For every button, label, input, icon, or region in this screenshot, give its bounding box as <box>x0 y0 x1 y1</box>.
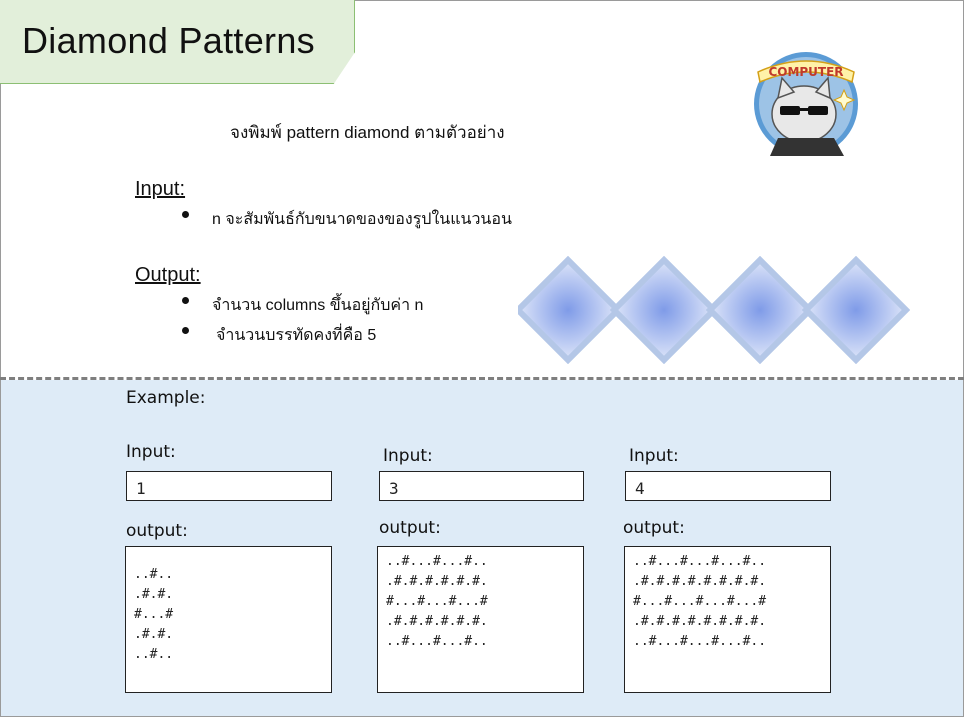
example-3-input-label: Input: <box>629 446 679 466</box>
output-bullet-text-2: จำนวนบรรทัดคงที่คือ 5 <box>216 327 377 344</box>
cat-ear-left-icon <box>776 76 796 100</box>
diamond-shape-icon <box>705 256 815 364</box>
example-1-output-box: ..#.. .#.#. #...# .#.#. ..#.. <box>125 546 332 693</box>
example-1-output-label: output: <box>126 521 188 541</box>
bullet-dot-icon <box>182 297 189 304</box>
diamond-shape-icon <box>518 256 623 364</box>
output-line: #...#...#...#...# <box>633 594 767 609</box>
laptop-icon <box>770 138 844 156</box>
cat-ear-right-icon <box>814 76 831 100</box>
example-label: Example: <box>126 388 206 408</box>
example-3-input-box: 4 <box>625 471 831 501</box>
output-line: .#.#.#.#.#.#.#.#. <box>633 574 767 589</box>
example-3-output-box: ..#...#...#...#.. .#.#.#.#.#.#.#.#. #...… <box>624 546 831 693</box>
sunglasses-right-icon <box>808 106 828 115</box>
example-2-output-box: ..#...#...#.. .#.#.#.#.#.#. #...#...#...… <box>377 546 584 693</box>
example-3-output-label: output: <box>623 518 685 538</box>
diamond-shape-icon <box>801 256 910 364</box>
example-2-input-label: Input: <box>383 446 433 466</box>
example-1-input-label: Input: <box>126 442 176 462</box>
output-line: ..#...#...#...#.. <box>633 554 767 569</box>
bullet-dot-icon <box>182 327 189 334</box>
output-line: .#.#. <box>134 627 174 642</box>
diamond-shape-icon <box>609 256 719 364</box>
output-line: ..#...#...#...#.. <box>633 634 767 649</box>
input-heading: Input: <box>135 178 186 200</box>
bullet-dot-icon <box>182 211 189 218</box>
output-line: #...#...#...# <box>386 594 488 609</box>
page-title: Diamond Patterns <box>22 20 315 61</box>
example-2-input-box: 3 <box>379 471 584 501</box>
output-line: #...# <box>134 607 174 622</box>
diamond-decoration <box>518 256 910 364</box>
output-line: .#.#.#.#.#.#.#.#. <box>633 614 767 629</box>
output-line: ..#.. <box>134 567 174 582</box>
banner-icon <box>757 60 855 84</box>
output-line: ..#.. <box>134 647 174 662</box>
output-line: .#.#. <box>134 587 174 602</box>
example-1-input-box: 1 <box>126 471 332 501</box>
sparkle-icon <box>832 88 856 112</box>
section-divider <box>0 377 964 380</box>
output-bullet-1: จำนวน columns ขึ้นอยู่กับค่า n <box>182 293 424 318</box>
output-bullet-text-1: จำนวน columns ขึ้นอยู่กับค่า n <box>212 297 424 314</box>
instruction-text: จงพิมพ์ pattern diamond ตามตัวอย่าง <box>230 123 505 142</box>
cat-mascot-icon: COMPUTER <box>754 52 858 156</box>
mascot-banner-text: COMPUTER <box>768 65 843 79</box>
output-line: ..#...#...#.. <box>386 634 488 649</box>
input-bullet: n จะสัมพันธ์กับขนาดของของรูปในแนวนอน <box>182 207 512 232</box>
output-bullet-2: จำนวนบรรทัดคงที่คือ 5 <box>182 323 377 348</box>
output-line: .#.#.#.#.#.#. <box>386 574 488 589</box>
output-line: .#.#.#.#.#.#. <box>386 614 488 629</box>
output-line: ..#...#...#.. <box>386 554 488 569</box>
sunglasses-bridge-icon <box>798 108 810 111</box>
input-bullet-text: n จะสัมพันธ์กับขนาดของของรูปในแนวนอน <box>212 211 512 228</box>
sunglasses-left-icon <box>780 106 800 115</box>
output-heading: Output: <box>135 264 201 286</box>
title-tab <box>0 0 355 84</box>
example-2-output-label: output: <box>379 518 441 538</box>
